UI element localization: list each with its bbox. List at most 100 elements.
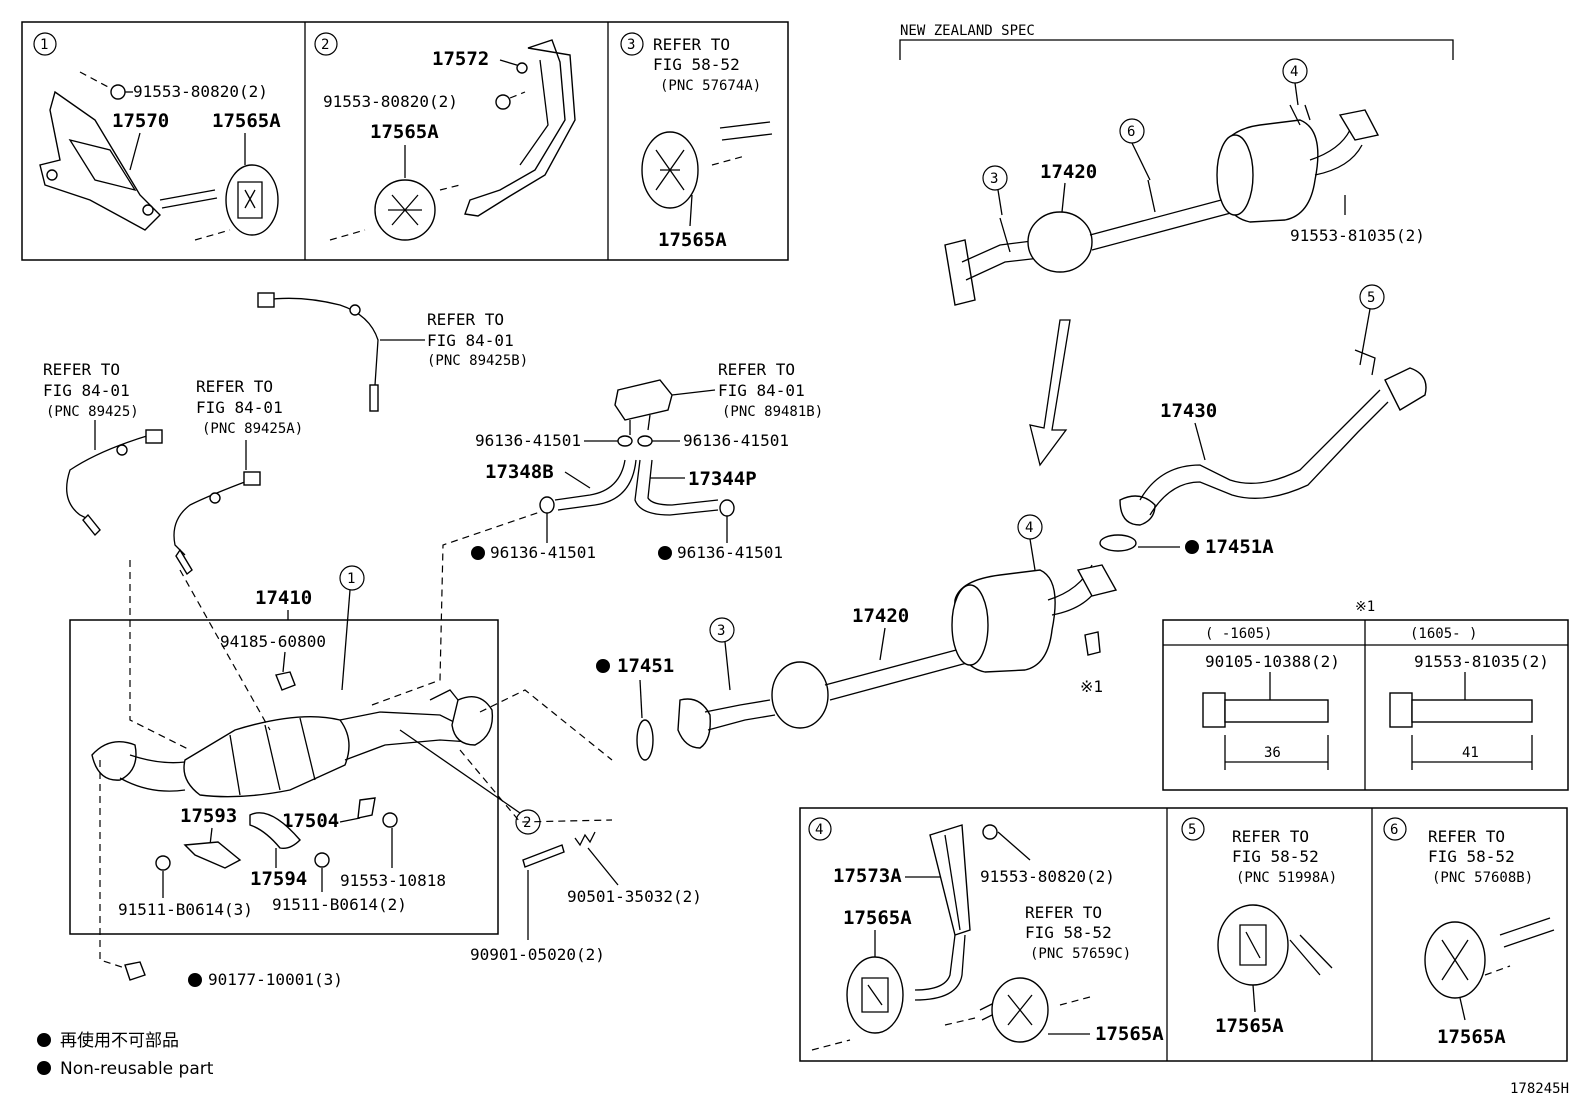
inset4-hanger-b-label: 17565A — [1095, 1023, 1164, 1045]
callout-2-label: 2 — [321, 37, 329, 53]
bolt-icon — [1084, 631, 1101, 656]
vsv-refer: REFER TO — [718, 360, 795, 379]
inset-3: 3 REFER TO FIG 58-52 (PNC 57674A) 17565A — [620, 32, 773, 251]
vsv-pnc: (PNC 89481B) — [722, 404, 823, 420]
legend-en: Non-reusable part — [60, 1059, 214, 1079]
inset-1: 1 91553-80820(2) 17570 17565A — [33, 32, 281, 241]
inset3-refer: REFER TO — [653, 35, 730, 54]
drawing-number: 178245H — [1510, 1081, 1569, 1097]
inset4-bolt-label: 91553-80820(2) — [980, 867, 1115, 886]
rubber-hanger-icon — [991, 977, 1049, 1043]
bolt-c-label: 91511-B0614(2) — [272, 895, 407, 914]
rubber-hanger-icon — [846, 956, 904, 1034]
nz-callout-6: 6 — [1127, 124, 1135, 140]
callout-2-circle — [314, 32, 338, 56]
catalytic-converter — [183, 715, 350, 798]
main-callout-4: 4 — [1025, 520, 1033, 536]
callout-1-label: 1 — [40, 37, 48, 53]
nz-bolt-label: 91553-81035(2) — [1290, 226, 1425, 245]
conv-callout-2: 2 — [523, 815, 531, 831]
rubber-hanger-icon — [1424, 921, 1486, 999]
nz-callout-4: 4 — [1290, 64, 1298, 80]
main-muffler-label: 17420 — [852, 605, 909, 627]
non-reusable-dot — [658, 546, 672, 560]
inset3-hanger-label: 17565A — [658, 229, 727, 251]
inset5-refer: REFER TO — [1232, 827, 1309, 846]
inset6-callout: 6 — [1390, 822, 1398, 838]
inset5-pnc: (PNC 51998A) — [1236, 870, 1337, 886]
s3-pnc: (PNC 89425A) — [202, 421, 303, 437]
flange — [451, 696, 494, 746]
non-reusable-dot — [37, 1033, 51, 1047]
inset-4: 4 17573A 91553-80820(2) 17565A REFER TO … — [808, 817, 1164, 1051]
spring-label: 90501-35032(2) — [567, 887, 702, 906]
col2-part: 91553-81035(2) — [1414, 652, 1549, 671]
non-reusable-dot — [188, 973, 202, 987]
vsv-clip-d: 96136-41501 — [677, 543, 783, 562]
col2-header: (1605- ) — [1410, 626, 1477, 642]
resonator — [1027, 211, 1093, 273]
inset-frame-top — [21, 21, 789, 261]
bolt-icon — [1389, 692, 1533, 728]
s2-refer: REFER TO — [43, 360, 120, 379]
inset-6: 6 REFER TO FIG 58-52 (PNC 57608B) 17565A — [1383, 817, 1555, 1048]
legend-ja: 再使用不可部品 — [60, 1030, 179, 1051]
inset5-callout: 5 — [1188, 822, 1196, 838]
inset-5: 5 REFER TO FIG 58-52 (PNC 51998A) 17565A — [1181, 817, 1337, 1037]
col1-header: ( -1605) — [1205, 626, 1272, 642]
callout-3-circle — [620, 32, 644, 56]
inset4-hanger-a-label: 17565A — [843, 907, 912, 929]
inset6-refer: REFER TO — [1428, 827, 1505, 846]
inset1-hanger-label: 17565A — [212, 110, 281, 132]
vsv-clip-a: 96136-41501 — [475, 431, 581, 450]
conv-nut-label: 94185-60800 — [220, 632, 326, 651]
bracket-b-label: 17504 — [282, 810, 339, 832]
main-callout-5: 5 — [1367, 290, 1375, 306]
vsv-icon — [614, 379, 673, 421]
sensors: REFER TO FIG 84-01 (PNC 89425B) REFER TO… — [43, 292, 528, 576]
bolt-d-label: 90901-05020(2) — [470, 945, 605, 964]
flange — [91, 741, 137, 781]
inset4-fig: FIG 58-52 — [1025, 923, 1112, 942]
inset6-pnc: (PNC 57608B) — [1432, 870, 1533, 886]
bolt-icon — [1202, 692, 1329, 728]
bracket-17572 — [464, 39, 576, 217]
muffler-nz — [1216, 119, 1319, 223]
inset4-bracket-label: 17573A — [833, 865, 902, 887]
s1-pnc: (PNC 89425B) — [427, 353, 528, 369]
rubber-hanger-icon — [1217, 904, 1289, 986]
nz-callout-3: 3 — [990, 171, 998, 187]
vsv-clip-b: 96136-41501 — [683, 431, 789, 450]
rubber-hanger-icon — [374, 179, 436, 241]
spring-icon — [574, 831, 596, 847]
resonator — [771, 661, 829, 729]
main-note: ※1 — [1080, 677, 1103, 696]
conv-callout-1: 1 — [347, 571, 355, 587]
inset4-refer: REFER TO — [1025, 903, 1102, 922]
callout-1-circle — [33, 32, 57, 56]
flange — [1119, 495, 1156, 526]
ring-label: 17451 — [617, 655, 674, 677]
main-muffler: 17451 3 17420 4 ※1 17451A 17430 — [596, 284, 1427, 761]
col1-len: 36 — [1264, 745, 1281, 761]
bolt-table: ※1 ( -1605) (1605- ) 90105-10388(2) 9155… — [1162, 599, 1569, 791]
bolt-icon — [79, 71, 126, 100]
vsv-hose-a: 17348B — [485, 461, 554, 483]
nz-muffler-label: 17420 — [1040, 161, 1097, 183]
bracket-c-label: 17594 — [250, 868, 307, 890]
bracket-a-label: 17593 — [180, 805, 237, 827]
bolt-a-label: 91553-10818 — [340, 871, 446, 890]
flange — [1076, 564, 1118, 597]
bolt-b-label: 91511-B0614(3) — [118, 900, 253, 919]
inset2-bracket-label: 17572 — [432, 48, 489, 70]
col2-len: 41 — [1462, 745, 1479, 761]
converter-label: 17410 — [255, 587, 312, 609]
inset-2: 2 17572 91553-80820(2) 17565A — [314, 32, 576, 241]
inset6-fig: FIG 58-52 — [1428, 847, 1515, 866]
non-reusable-dot — [1185, 540, 1199, 554]
s1-fig: FIG 84-01 — [427, 331, 514, 350]
flange — [677, 698, 711, 749]
bracket-17573A — [929, 824, 971, 936]
vsv-clip-c: 96136-41501 — [490, 543, 596, 562]
